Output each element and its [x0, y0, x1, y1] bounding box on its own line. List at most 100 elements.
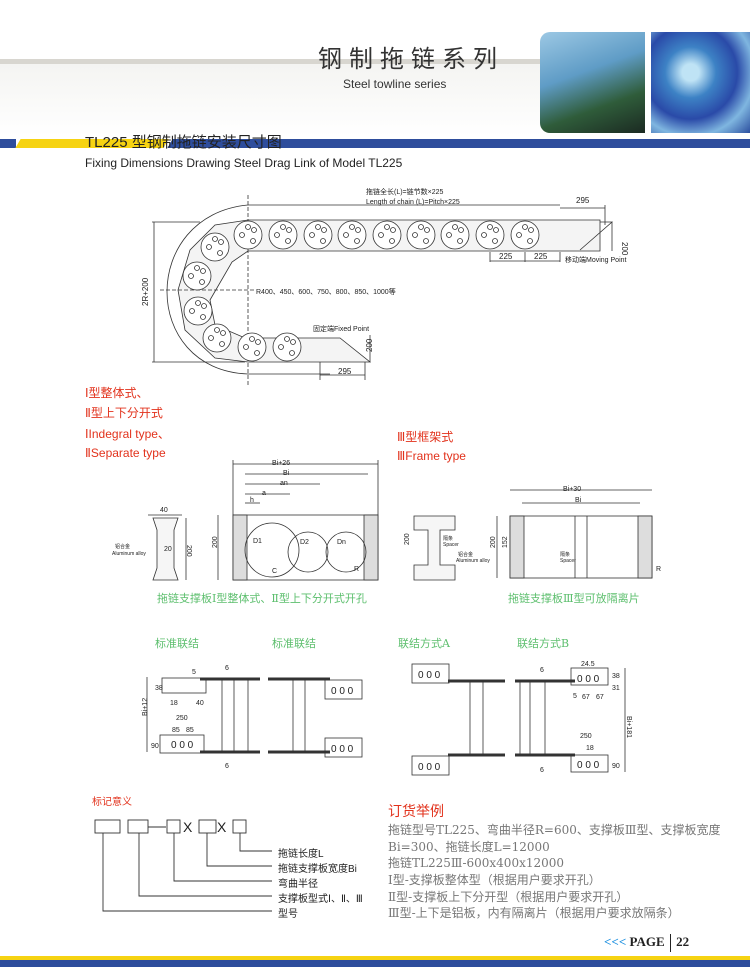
type1-cn: Ⅰ型整体式、 — [85, 386, 149, 400]
order-line-3: 拖链TL225Ⅲ-600x400x12000 — [388, 856, 565, 870]
dim-6-b: 6 — [540, 667, 544, 674]
label-r: R — [354, 566, 359, 573]
link-hole — [309, 232, 315, 238]
link-hole — [389, 238, 395, 244]
port-crane-photo — [540, 32, 645, 133]
section-title-en: Fixing Dimensions Drawing Steel Drag Lin… — [85, 156, 403, 170]
holes-4: 0 0 0 — [418, 670, 441, 681]
link-hole — [274, 232, 280, 238]
dim-h: h — [250, 497, 254, 504]
page-label: PAGE — [629, 934, 665, 949]
series-title-cn: 钢制拖链系列 — [318, 46, 504, 73]
link-hole — [194, 265, 200, 271]
dim-5-b: 5 — [573, 693, 577, 700]
link-hole — [522, 224, 528, 230]
dim-200-section: 200 — [212, 536, 219, 548]
dim-225-a: 225 — [499, 252, 513, 261]
link-hole — [239, 232, 245, 238]
link-hole — [188, 273, 194, 279]
gears-photo — [651, 32, 750, 133]
dim-bi30: Bi+30 — [563, 486, 581, 493]
link-hole — [249, 336, 255, 342]
link-hole — [452, 224, 458, 230]
dim-6-top: 6 — [225, 665, 229, 672]
dim-250: 250 — [176, 715, 188, 722]
marking-x-1: X — [183, 819, 193, 835]
holes-6: 0 0 0 — [577, 674, 600, 685]
link-hole — [250, 238, 256, 244]
link-hole — [289, 350, 295, 356]
connection-drawings — [146, 663, 626, 776]
link-hole — [355, 227, 361, 233]
link-hole — [201, 303, 207, 309]
dim-250-b: 250 — [580, 733, 592, 740]
outer-arc — [166, 204, 330, 375]
dim-200-frame2: 200 — [490, 536, 497, 548]
type3-cn: Ⅲ型框架式 — [397, 430, 454, 444]
type3-en: ⅢFrame type — [397, 449, 466, 463]
link-hole — [208, 335, 214, 341]
caption-mode-b: 联结方式B — [517, 637, 570, 650]
fixed-point-label: 固定端Fixed Point — [313, 324, 369, 333]
holes-2: 0 0 0 — [331, 686, 354, 697]
dim-bi181: Bi+181 — [625, 716, 632, 738]
page-separator — [669, 934, 672, 953]
radius-note: R400、450、600、750、800、850、1000等 — [256, 287, 396, 296]
dim-an: an — [280, 480, 288, 487]
link-hole — [457, 238, 463, 244]
holes-1: 0 0 0 — [171, 740, 194, 751]
dim-bi: Bi — [283, 470, 290, 477]
link-hole — [493, 227, 499, 233]
link-hole — [278, 344, 284, 350]
label-c: C — [272, 568, 277, 575]
order-line-1: 拖链型号TL225、弯曲半径R=600、支撑板Ⅲ型、支撑板宽度 — [388, 823, 721, 837]
order-line-2: Bi=300、拖链长度L=12000 — [388, 840, 550, 854]
link-hole — [243, 344, 249, 350]
spacer-en-2: Spacer — [560, 558, 576, 564]
marking-title: 标记意义 — [92, 797, 132, 808]
dim-40: 40 — [160, 507, 168, 514]
dim-85-b: 85 — [186, 727, 194, 734]
section-title-cn: TL225 型钢制拖链安装尺寸图 — [85, 134, 282, 151]
spacer-en: Spacer — [443, 542, 459, 548]
link-hole — [219, 341, 225, 347]
page-number: 22 — [676, 934, 690, 949]
dim-38-b: 38 — [612, 673, 620, 680]
link-hole — [189, 308, 195, 314]
link-hole — [458, 227, 464, 233]
link-hole — [254, 350, 260, 356]
dim-90-b: 90 — [612, 763, 620, 770]
dim-18: 18 — [170, 700, 178, 707]
dim-24-5: 24.5 — [581, 661, 595, 668]
caption-plate-3: 拖链支撑板Ⅲ型可放隔离片 — [508, 592, 640, 605]
link-hole — [199, 279, 205, 285]
link-hole — [320, 238, 326, 244]
order-title: 订货举例 — [388, 803, 444, 819]
marking-label-width: 拖链支撑板宽度Bi — [278, 862, 357, 875]
link-hole — [487, 224, 493, 230]
alloy-cn: 铝合金 — [115, 543, 130, 550]
moving-point-label: 移动端Moving Point — [565, 255, 627, 264]
link-hole — [384, 224, 390, 230]
link-hole — [343, 232, 349, 238]
holes-5: 0 0 0 — [418, 762, 441, 773]
dim-bi12: Bi+12 — [142, 698, 149, 716]
link-hole — [217, 250, 223, 256]
dim-bi26: Bi+26 — [272, 460, 290, 467]
label-r-frame: R — [656, 566, 661, 573]
caption-std-2: 标准联结 — [272, 637, 316, 650]
support-plate-drawing — [148, 460, 653, 581]
chain-length-cn: 拖链全长(L)=链节数×225 — [366, 187, 444, 196]
dim-200-bottom: 200 — [365, 338, 374, 352]
series-title-en: Steel towline series — [343, 77, 447, 91]
type2-cn: Ⅱ型上下分开式 — [85, 406, 163, 420]
link-hole — [286, 227, 292, 233]
link-hole — [424, 227, 430, 233]
caption-plate-1: 拖链支撑板Ⅰ型整体式、Ⅱ型上下分开式开孔 — [157, 592, 367, 605]
dim-295-top: 295 — [576, 196, 590, 205]
link-hole — [423, 238, 429, 244]
marking-label-plate-type: 支撑板型式Ⅰ、Ⅱ、Ⅲ — [278, 892, 363, 905]
link-hole — [284, 336, 290, 342]
alloy-en: Aluminum alloy — [112, 551, 146, 557]
